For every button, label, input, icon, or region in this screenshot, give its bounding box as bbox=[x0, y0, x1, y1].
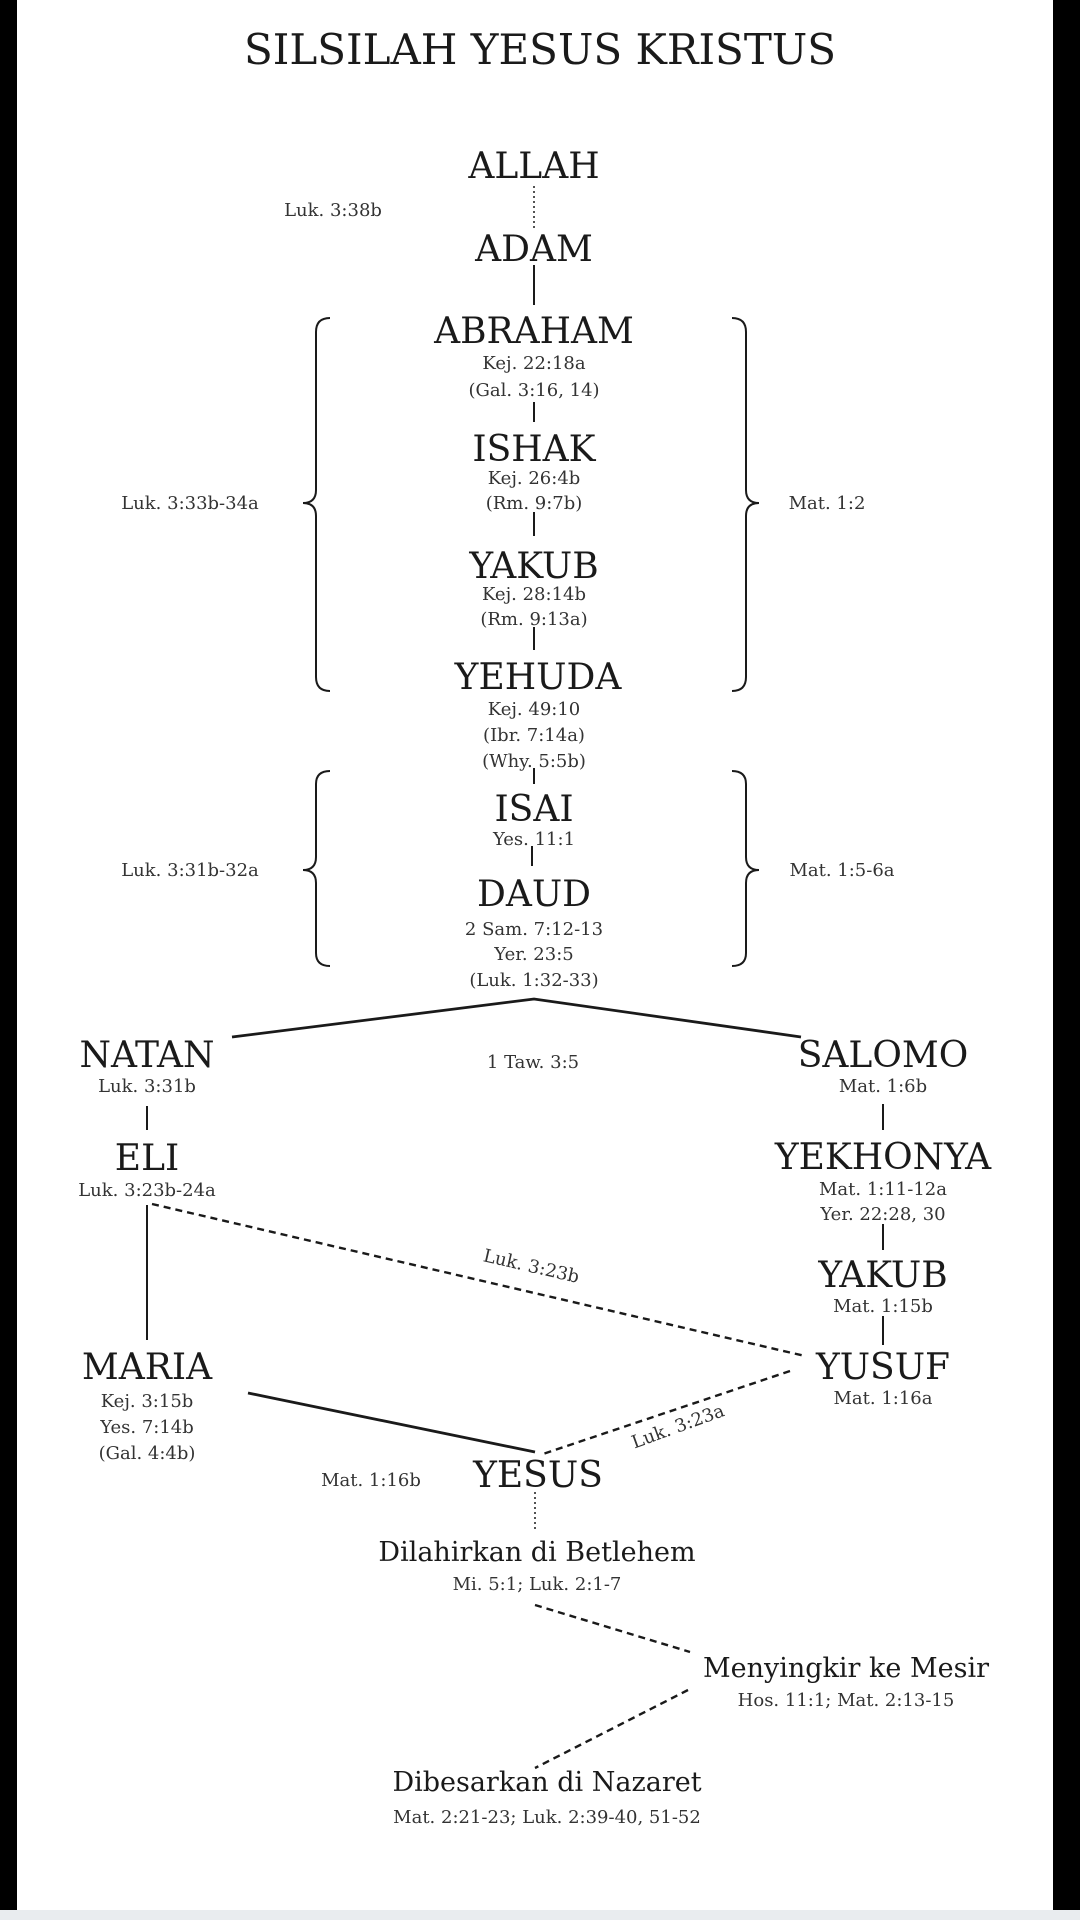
ref-eli-yusuf: Luk. 3:23b bbox=[481, 1245, 581, 1287]
node-natan: NATAN bbox=[79, 1035, 214, 1076]
node-yekhonya: YEKHONYA bbox=[774, 1137, 992, 1178]
ref-natan-1: Luk. 3:31b bbox=[98, 1076, 196, 1097]
bracket-label-lower-right: Mat. 1:5-6a bbox=[789, 860, 894, 881]
connector-yusuf-yesus bbox=[539, 1369, 791, 1457]
event-birth: Dilahirkan di Betlehem bbox=[378, 1537, 695, 1568]
ref-event-birth: Mi. 5:1; Luk. 2:1-7 bbox=[453, 1574, 622, 1595]
node-yusuf: YUSUF bbox=[815, 1347, 950, 1388]
ref-daud-3: (Luk. 1:32-33) bbox=[469, 970, 598, 991]
ref-ishak-2: (Rm. 9:7b) bbox=[486, 493, 583, 514]
ref-allah-adam: Luk. 3:38b bbox=[284, 200, 382, 221]
ref-salomo-1: Mat. 1:6b bbox=[839, 1076, 927, 1097]
ref-yehuda-2: (Ibr. 7:14a) bbox=[483, 725, 585, 746]
diagram-title: SILSILAH YESUS KRISTUS bbox=[244, 25, 836, 74]
ref-yekhonya-2: Yer. 22:28, 30 bbox=[819, 1204, 945, 1225]
ref-branch: 1 Taw. 3:5 bbox=[487, 1052, 579, 1073]
ref-yakub-2: (Rm. 9:13a) bbox=[480, 609, 587, 630]
ref-yakub-1: Kej. 28:14b bbox=[482, 584, 586, 605]
node-abraham: ABRAHAM bbox=[433, 311, 634, 352]
node-yakub-2: YAKUB bbox=[817, 1255, 947, 1296]
ref-abraham-1: Kej. 22:18a bbox=[482, 353, 586, 374]
node-isai: ISAI bbox=[494, 789, 573, 830]
node-maria: MARIA bbox=[82, 1347, 213, 1388]
diagram-sheet bbox=[17, 0, 1053, 1910]
node-adam: ADAM bbox=[474, 229, 593, 270]
bottom-bar bbox=[0, 1910, 1080, 1920]
node-eli: ELI bbox=[115, 1138, 179, 1179]
ref-abraham-2: (Gal. 3:16, 14) bbox=[468, 380, 599, 401]
bracket-label-upper-right: Mat. 1:2 bbox=[789, 493, 866, 514]
event-egypt: Menyingkir ke Mesir bbox=[703, 1653, 989, 1684]
bracket-lower-left bbox=[302, 770, 331, 967]
ref-isai-1: Yes. 11:1 bbox=[492, 829, 575, 850]
ref-yusuf-yesus: Luk. 3:23a bbox=[629, 1400, 728, 1453]
bracket-label-lower-left: Luk. 3:31b-32a bbox=[121, 860, 259, 881]
node-yesus: YESUS bbox=[472, 1455, 603, 1496]
ref-event-egypt: Hos. 11:1; Mat. 2:13-15 bbox=[738, 1690, 955, 1711]
node-yakub: YAKUB bbox=[468, 546, 598, 587]
node-yehuda: YEHUDA bbox=[454, 657, 623, 698]
connector-maria-yesus bbox=[247, 1391, 536, 1454]
ref-yehuda-1: Kej. 49:10 bbox=[488, 699, 581, 720]
bracket-upper-left bbox=[302, 317, 331, 692]
ref-event-nazaret: Mat. 2:21-23; Luk. 2:39-40, 51-52 bbox=[393, 1807, 701, 1828]
connector-eli-yusuf bbox=[151, 1202, 806, 1358]
ref-ishak-1: Kej. 26:4b bbox=[488, 468, 581, 489]
bracket-lower-right bbox=[731, 770, 760, 967]
ref-maria-1: Kej. 3:15b bbox=[101, 1391, 194, 1412]
bracket-label-upper-left: Luk. 3:33b-34a bbox=[121, 493, 259, 514]
ref-yesus-side: Mat. 1:16b bbox=[321, 1470, 421, 1491]
connector-daud-branches bbox=[231, 997, 802, 1039]
ref-maria-2: Yes. 7:14b bbox=[99, 1417, 194, 1438]
node-allah: ALLAH bbox=[467, 146, 599, 187]
connector-birth-egypt bbox=[534, 1603, 691, 1654]
event-nazaret: Dibesarkan di Nazaret bbox=[392, 1767, 701, 1798]
ref-daud-2: Yer. 23:5 bbox=[493, 944, 573, 965]
ref-yakub-2-1: Mat. 1:15b bbox=[833, 1296, 933, 1317]
ref-daud-1: 2 Sam. 7:12-13 bbox=[465, 919, 603, 940]
node-ishak: ISHAK bbox=[472, 429, 596, 470]
ref-maria-3: (Gal. 4:4b) bbox=[99, 1443, 196, 1464]
ref-eli-1: Luk. 3:23b-24a bbox=[78, 1180, 216, 1201]
node-daud: DAUD bbox=[477, 874, 591, 915]
connector-egypt-nazaret bbox=[534, 1688, 689, 1770]
ref-yekhonya-1: Mat. 1:11-12a bbox=[819, 1179, 947, 1200]
node-salomo: SALOMO bbox=[798, 1035, 968, 1076]
ref-yusuf-1: Mat. 1:16a bbox=[834, 1388, 933, 1409]
ref-yehuda-3: (Why. 5:5b) bbox=[482, 751, 586, 772]
bracket-upper-right bbox=[731, 317, 760, 692]
